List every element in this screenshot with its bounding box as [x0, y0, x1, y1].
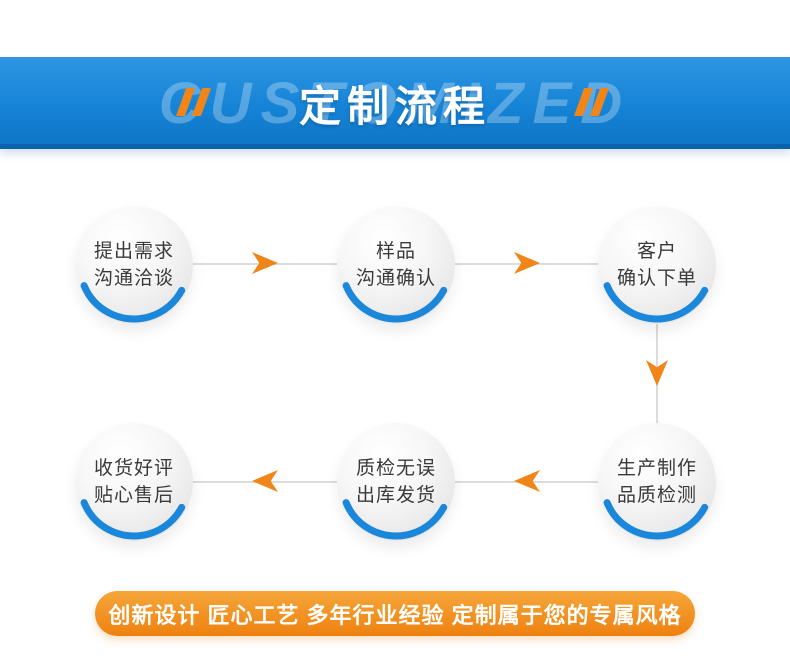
progress-arc-icon — [76, 207, 192, 323]
step-label-line1: 客户 — [636, 241, 677, 262]
footer-text: 创新设计 匠心工艺 多年行业经验 定制属于您的专属风格 — [108, 602, 682, 628]
step-label-line1: 质检无误 — [355, 458, 436, 479]
progress-arc-icon — [338, 207, 454, 323]
step-label: 提出需求 沟通洽谈 — [75, 206, 193, 324]
step-label: 质检无误 出库发货 — [337, 423, 455, 541]
step-label-line2: 贴心售后 — [93, 485, 174, 506]
step-label-line1: 样品 — [375, 241, 416, 262]
footer-banner: 创新设计 匠心工艺 多年行业经验 定制属于您的专属风格 — [95, 591, 695, 636]
banner-watermark: CUSTOMIZED — [158, 70, 632, 136]
flow-step-2: 样品 沟通确认 — [337, 206, 455, 324]
header-banner: CUSTOMIZED 定制流程 — [0, 57, 790, 149]
step-label: 样品 沟通确认 — [337, 206, 455, 324]
flow-step-6: 收货好评 贴心售后 — [75, 423, 193, 541]
progress-arc-icon — [338, 424, 454, 540]
flow-step-3: 客户 确认下单 — [598, 206, 716, 324]
step-label-line1: 提出需求 — [93, 241, 174, 262]
step-label-line1: 生产制作 — [616, 458, 697, 479]
step-label: 生产制作 品质检测 — [598, 423, 716, 541]
step-label: 客户 确认下单 — [598, 206, 716, 324]
progress-arc-icon — [76, 424, 192, 540]
step-label: 收货好评 贴心售后 — [75, 423, 193, 541]
flow-step-1: 提出需求 沟通洽谈 — [75, 206, 193, 324]
progress-arc-icon — [599, 207, 715, 323]
progress-arc-icon — [599, 424, 715, 540]
step-label-line1: 收货好评 — [93, 458, 174, 479]
step-label-line2: 沟通确认 — [355, 268, 436, 289]
slash-accent-left-icon — [175, 88, 212, 116]
flow-step-4: 生产制作 品质检测 — [598, 423, 716, 541]
step-label-line2: 出库发货 — [355, 485, 436, 506]
step-label-line2: 品质检测 — [616, 485, 697, 506]
flow-step-5: 质检无误 出库发货 — [337, 423, 455, 541]
slash-accent-right-icon — [573, 88, 610, 116]
page-title: 定制流程 — [298, 82, 491, 130]
step-label-line2: 沟通洽谈 — [93, 268, 174, 289]
step-label-line2: 确认下单 — [616, 268, 697, 289]
